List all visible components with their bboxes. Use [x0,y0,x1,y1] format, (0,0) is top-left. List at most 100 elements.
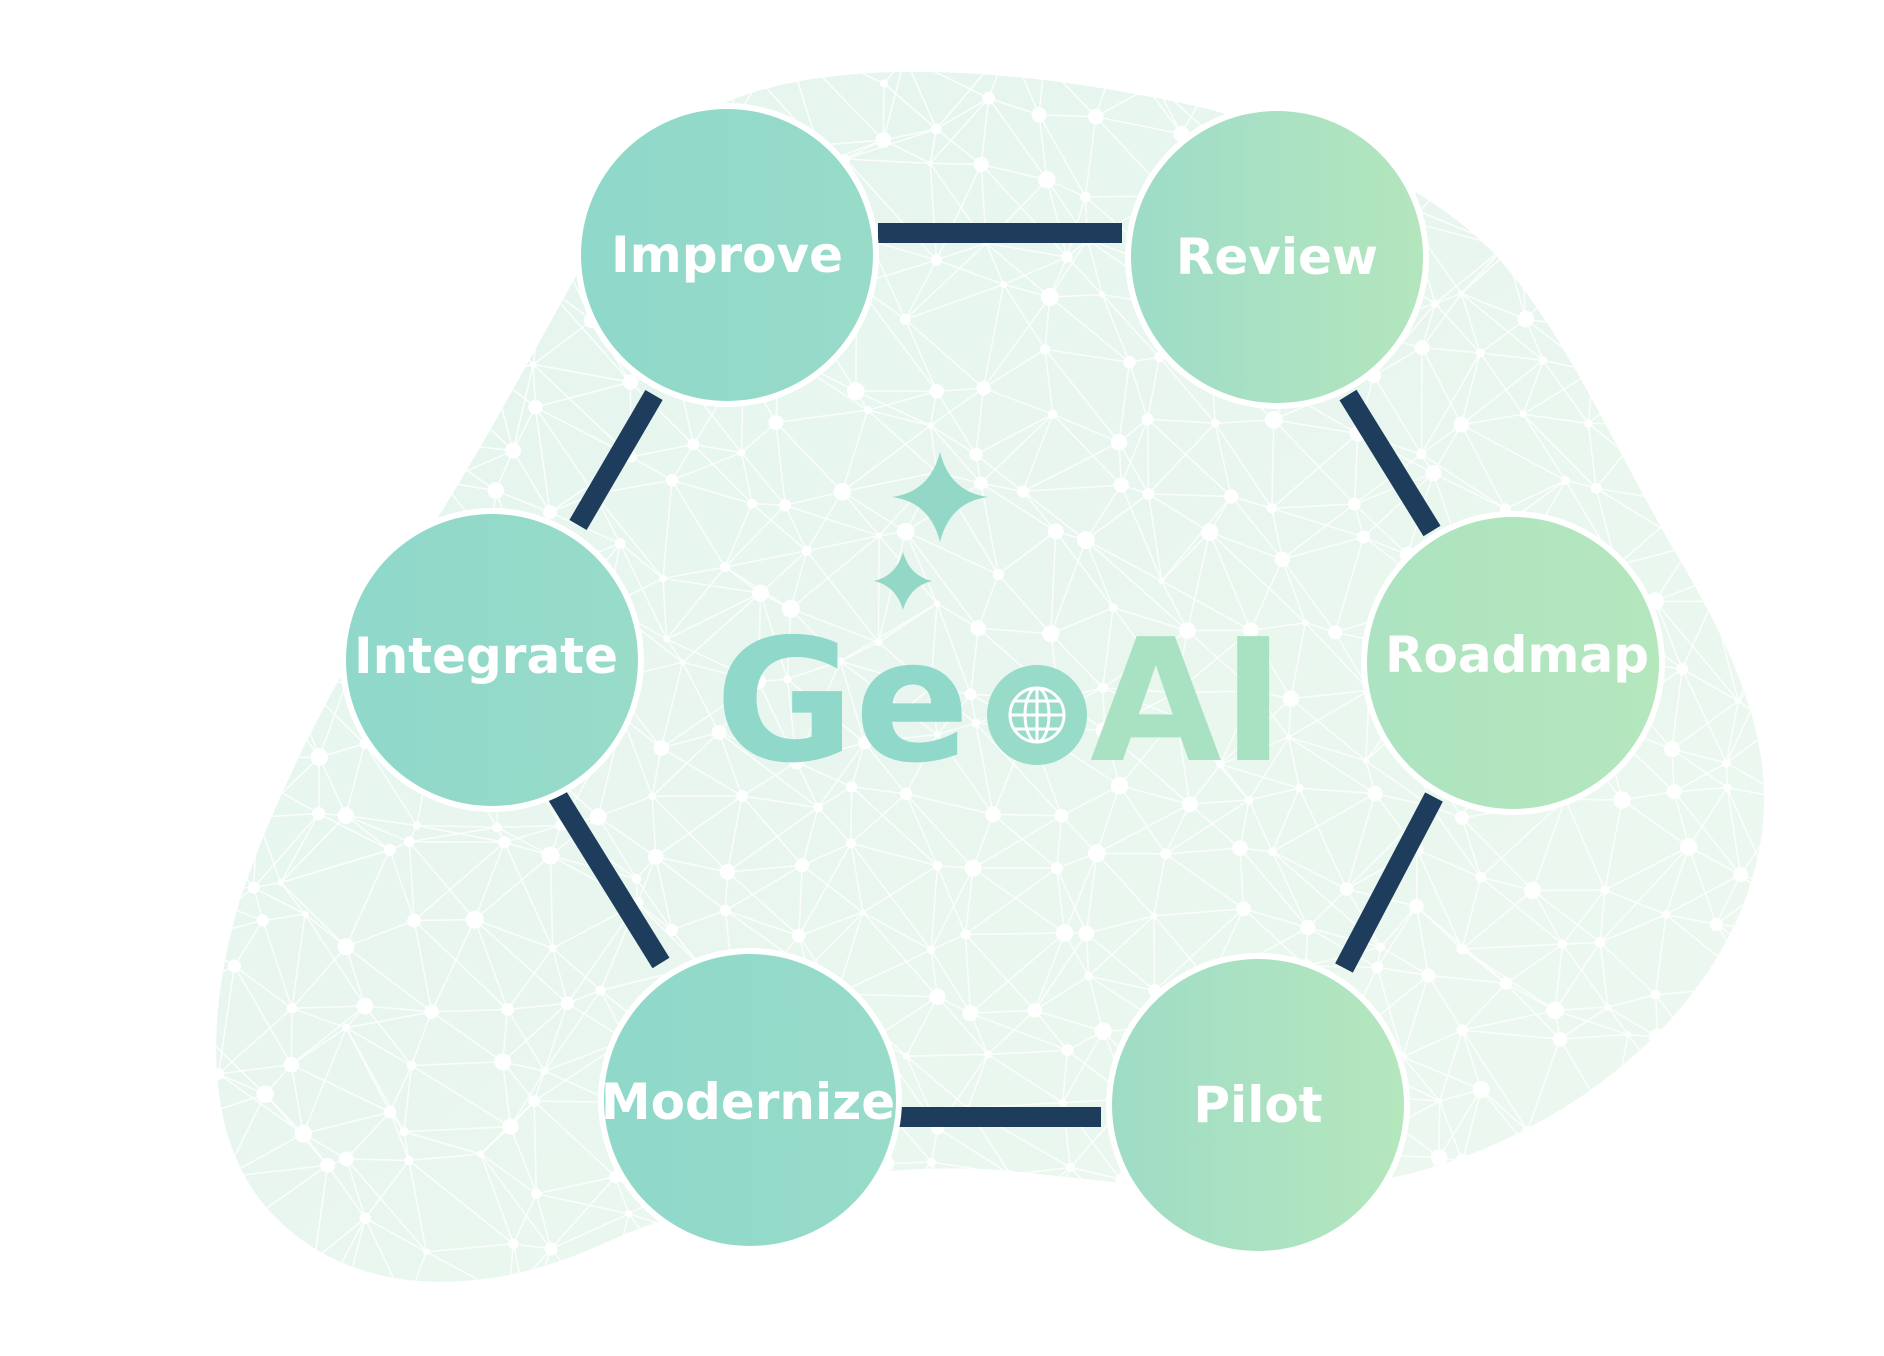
mesh-line [1648,1159,1690,1241]
mesh-line [851,786,907,795]
mesh-line [883,128,937,141]
mesh-line [1189,763,1221,805]
mesh-node [977,1288,989,1300]
mesh-line [1273,419,1358,435]
mesh-line [1399,145,1462,164]
mesh-node [486,252,494,260]
mesh-line [862,911,932,951]
mesh-line [1753,986,1765,1068]
mesh-line [345,919,415,948]
mesh-line [1050,539,1087,635]
mesh-line [752,1239,792,1282]
mesh-node [719,904,732,917]
mesh-line [1671,355,1735,379]
mesh-line [1690,545,1750,566]
mesh-node [277,879,284,886]
mesh-line [296,480,365,507]
mesh-node [1668,352,1675,359]
mesh-line [1299,787,1376,795]
mesh-line [850,843,864,913]
mesh-node [1613,791,1631,809]
mesh-node [1784,342,1799,357]
mesh-line [775,421,843,493]
mesh-line [791,1289,847,1321]
mesh-line [300,71,390,114]
mesh-line [548,118,553,162]
mesh-node [659,574,667,583]
mesh-node [1115,1174,1125,1184]
mesh-node [1376,942,1386,952]
mesh-line [233,965,292,1066]
mesh-line [249,245,325,312]
mesh-line [549,108,603,120]
mesh-line [291,1007,347,1029]
mesh-line [935,97,990,130]
mesh-node [1624,1031,1632,1038]
mesh-line [230,373,311,413]
mesh-line [216,1167,225,1178]
mesh-line [1526,1038,1561,1131]
mesh-line [1542,360,1589,424]
mesh-line [882,71,906,141]
mesh-node [738,56,745,63]
mesh-line [431,1011,504,1063]
mesh-node [863,406,872,415]
connector-5 [546,786,670,969]
mesh-line [1720,240,1765,268]
mesh-node [930,123,942,135]
mesh-line [1525,253,1591,320]
mesh-line [651,731,720,797]
mesh-line [423,440,443,483]
mesh-line [1085,493,1149,541]
mesh-line [1039,1167,1072,1246]
mesh-node [960,929,971,940]
mesh-line [506,947,554,1010]
mesh-line [479,1153,515,1245]
mesh-line [1085,484,1122,541]
mesh-line [251,662,283,665]
mesh-line [1095,115,1182,135]
connector-2 [1339,389,1441,537]
mesh-node [1113,477,1129,493]
mesh-node [498,836,511,849]
mesh-line [1673,791,1742,876]
mesh-line [1219,698,1292,765]
mesh-line [1220,736,1290,765]
mesh-line [312,128,346,161]
mesh-line [180,47,223,63]
mesh-node [900,1311,914,1325]
mesh-node [985,806,1001,823]
mesh-line [975,722,1063,817]
mesh-line [1050,607,1114,635]
mesh-node [737,448,746,457]
mesh-line [1345,793,1376,890]
mesh-line [660,747,743,797]
mesh-line [969,628,980,695]
mesh-line [1648,422,1749,491]
node-label-modernize: Modernize [601,1073,895,1131]
mesh-node [1703,421,1717,434]
mesh-node [502,1118,519,1135]
mesh-line [414,918,475,922]
mesh-line [671,451,742,481]
mesh-line [655,856,728,873]
mesh-line [630,456,673,481]
mesh-line [548,118,604,184]
mesh-node [1000,281,1007,288]
mesh-line [429,199,491,257]
mesh-line [290,1064,304,1134]
mesh-line [636,856,657,904]
mesh-node [787,1317,795,1325]
mesh-node [1769,720,1782,733]
mesh-line [798,865,803,936]
mesh-line [1748,563,1765,618]
mesh-line [1290,698,1367,762]
mesh-line [1118,362,1131,443]
mesh-line [484,308,534,366]
mesh-line [1046,179,1068,258]
mesh-line [975,453,1024,493]
mesh-line [1158,356,1216,424]
mesh-line [1504,479,1566,510]
mesh-line [1688,1239,1734,1282]
mesh-line [216,199,229,204]
